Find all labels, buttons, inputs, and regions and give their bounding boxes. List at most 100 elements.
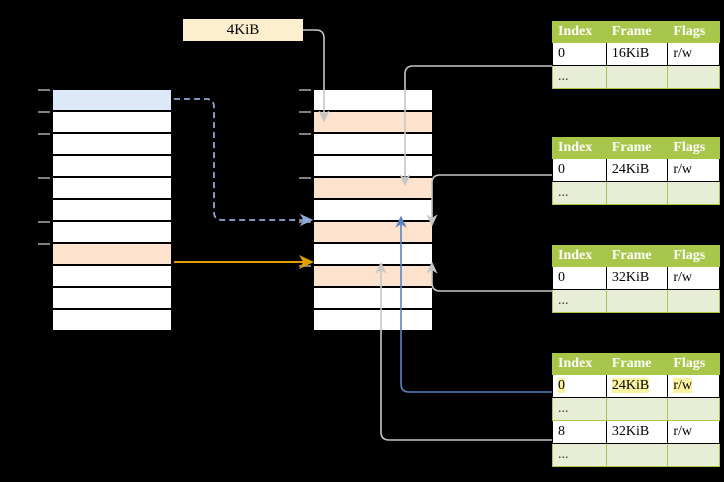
virtual-tick-6 — [38, 221, 50, 223]
physical-tick-2 — [299, 133, 311, 135]
table-header-row: Index Frame Flags — [552, 353, 720, 375]
cell-index: 0 — [552, 266, 607, 290]
virtual-cell-6[interactable] — [52, 221, 172, 243]
table-row-ellipsis[interactable]: ... — [552, 289, 720, 313]
physical-cell-5[interactable] — [313, 199, 433, 221]
cell-flags: r/w — [667, 374, 720, 398]
col-index: Index — [552, 245, 607, 267]
col-flags: Flags — [667, 245, 720, 267]
cell-frame — [605, 289, 669, 313]
cell-flags — [667, 65, 720, 89]
col-flags: Flags — [667, 353, 720, 375]
virtual-tick-2 — [38, 133, 50, 135]
page-size-label: 4KiB — [183, 19, 303, 41]
virtual-cell-7[interactable] — [52, 243, 172, 265]
table-header-row: Index Frame Flags — [552, 245, 720, 267]
cell-index: ... — [552, 65, 607, 89]
page-table-2: Index Frame Flags 0 24KiB r/w ... — [552, 137, 720, 205]
cell-flags — [667, 397, 720, 421]
virtual-cell-2[interactable] — [52, 133, 172, 155]
virtual-cell-1[interactable] — [52, 111, 172, 133]
physical-cell-9[interactable] — [313, 287, 433, 309]
col-frame: Frame — [605, 245, 669, 267]
virtual-cell-5[interactable] — [52, 199, 172, 221]
col-index: Index — [552, 353, 607, 375]
cell-flags — [667, 443, 720, 467]
physical-cell-7[interactable] — [313, 243, 433, 265]
cell-index-text: 0 — [558, 378, 565, 393]
virtual-tick-1 — [38, 111, 50, 113]
cell-index: ... — [552, 181, 607, 205]
physical-cell-0[interactable] — [313, 89, 433, 111]
virtual-tick-7 — [38, 243, 50, 245]
col-frame: Frame — [605, 137, 669, 159]
wire-table3-to-frame — [426, 261, 553, 292]
physical-tick-6 — [299, 221, 311, 223]
virtual-address-column — [38, 89, 172, 331]
physical-memory-column — [299, 89, 433, 331]
physical-cell-10[interactable] — [313, 309, 433, 331]
table-row-ellipsis[interactable]: ... — [552, 65, 720, 89]
wire-virtual-page-mapping — [174, 98, 314, 227]
cell-index: 0 — [552, 158, 607, 182]
physical-cell-8[interactable] — [313, 265, 433, 287]
cell-frame — [605, 443, 669, 467]
table-row-ellipsis[interactable]: ... — [552, 181, 720, 205]
virtual-cell-4[interactable] — [52, 177, 172, 199]
cell-flags: r/w — [667, 266, 720, 290]
virtual-tick-0 — [38, 89, 50, 91]
cell-flags: r/w — [667, 158, 720, 182]
physical-tick-8 — [299, 265, 311, 267]
cell-flags — [667, 181, 720, 205]
page-table-1: Index Frame Flags 0 16KiB r/w ... — [552, 21, 720, 89]
col-index: Index — [552, 21, 607, 43]
physical-tick-1 — [299, 111, 311, 113]
cell-flags-text: r/w — [673, 378, 692, 393]
page-table-4: Index Frame Flags 0 24KiB r/w ... 8 32Ki… — [552, 353, 720, 467]
physical-cell-2[interactable] — [313, 133, 433, 155]
physical-tick-4 — [299, 177, 311, 179]
cell-frame: 32KiB — [605, 420, 669, 444]
cell-flags — [667, 289, 720, 313]
col-flags: Flags — [667, 21, 720, 43]
cell-index: 0 — [552, 42, 607, 66]
cell-flags: r/w — [667, 42, 720, 66]
col-index: Index — [552, 137, 607, 159]
cell-frame: 32KiB — [605, 266, 669, 290]
table-row-ellipsis[interactable]: ... — [552, 397, 720, 421]
wire-table2-to-frame — [426, 174, 553, 227]
physical-tick-0 — [299, 89, 311, 91]
physical-cell-6[interactable] — [313, 221, 433, 243]
virtual-cell-10[interactable] — [52, 309, 172, 331]
virtual-tick-4 — [38, 177, 50, 179]
table-row[interactable]: 0 16KiB r/w — [552, 42, 720, 66]
table-header-row: Index Frame Flags — [552, 21, 720, 43]
cell-frame — [605, 65, 669, 89]
page-table-3: Index Frame Flags 0 32KiB r/w ... — [552, 245, 720, 313]
cell-flags: r/w — [667, 420, 720, 444]
virtual-cell-9[interactable] — [52, 287, 172, 309]
table-row[interactable]: 0 24KiB r/w — [552, 158, 720, 182]
cell-index: ... — [552, 397, 607, 421]
physical-cell-1[interactable] — [313, 111, 433, 133]
cell-frame-text: 24KiB — [611, 378, 650, 393]
cell-index: 0 — [552, 374, 607, 398]
virtual-cell-8[interactable] — [52, 265, 172, 287]
table-row[interactable]: 0 32KiB r/w — [552, 266, 720, 290]
virtual-cell-3[interactable] — [52, 155, 172, 177]
cell-index: ... — [552, 289, 607, 313]
table-header-row: Index Frame Flags — [552, 137, 720, 159]
physical-cell-3[interactable] — [313, 155, 433, 177]
col-flags: Flags — [667, 137, 720, 159]
table-row-ellipsis[interactable]: ... — [552, 443, 720, 467]
col-frame: Frame — [605, 353, 669, 375]
cell-frame: 24KiB — [605, 158, 669, 182]
cell-index: 8 — [552, 420, 607, 444]
physical-cell-4[interactable] — [313, 177, 433, 199]
table-row-highlighted[interactable]: 0 24KiB r/w — [552, 374, 720, 398]
cell-frame — [605, 181, 669, 205]
cell-frame: 24KiB — [605, 374, 669, 398]
virtual-cell-0[interactable] — [52, 89, 172, 111]
table-row[interactable]: 8 32KiB r/w — [552, 420, 720, 444]
